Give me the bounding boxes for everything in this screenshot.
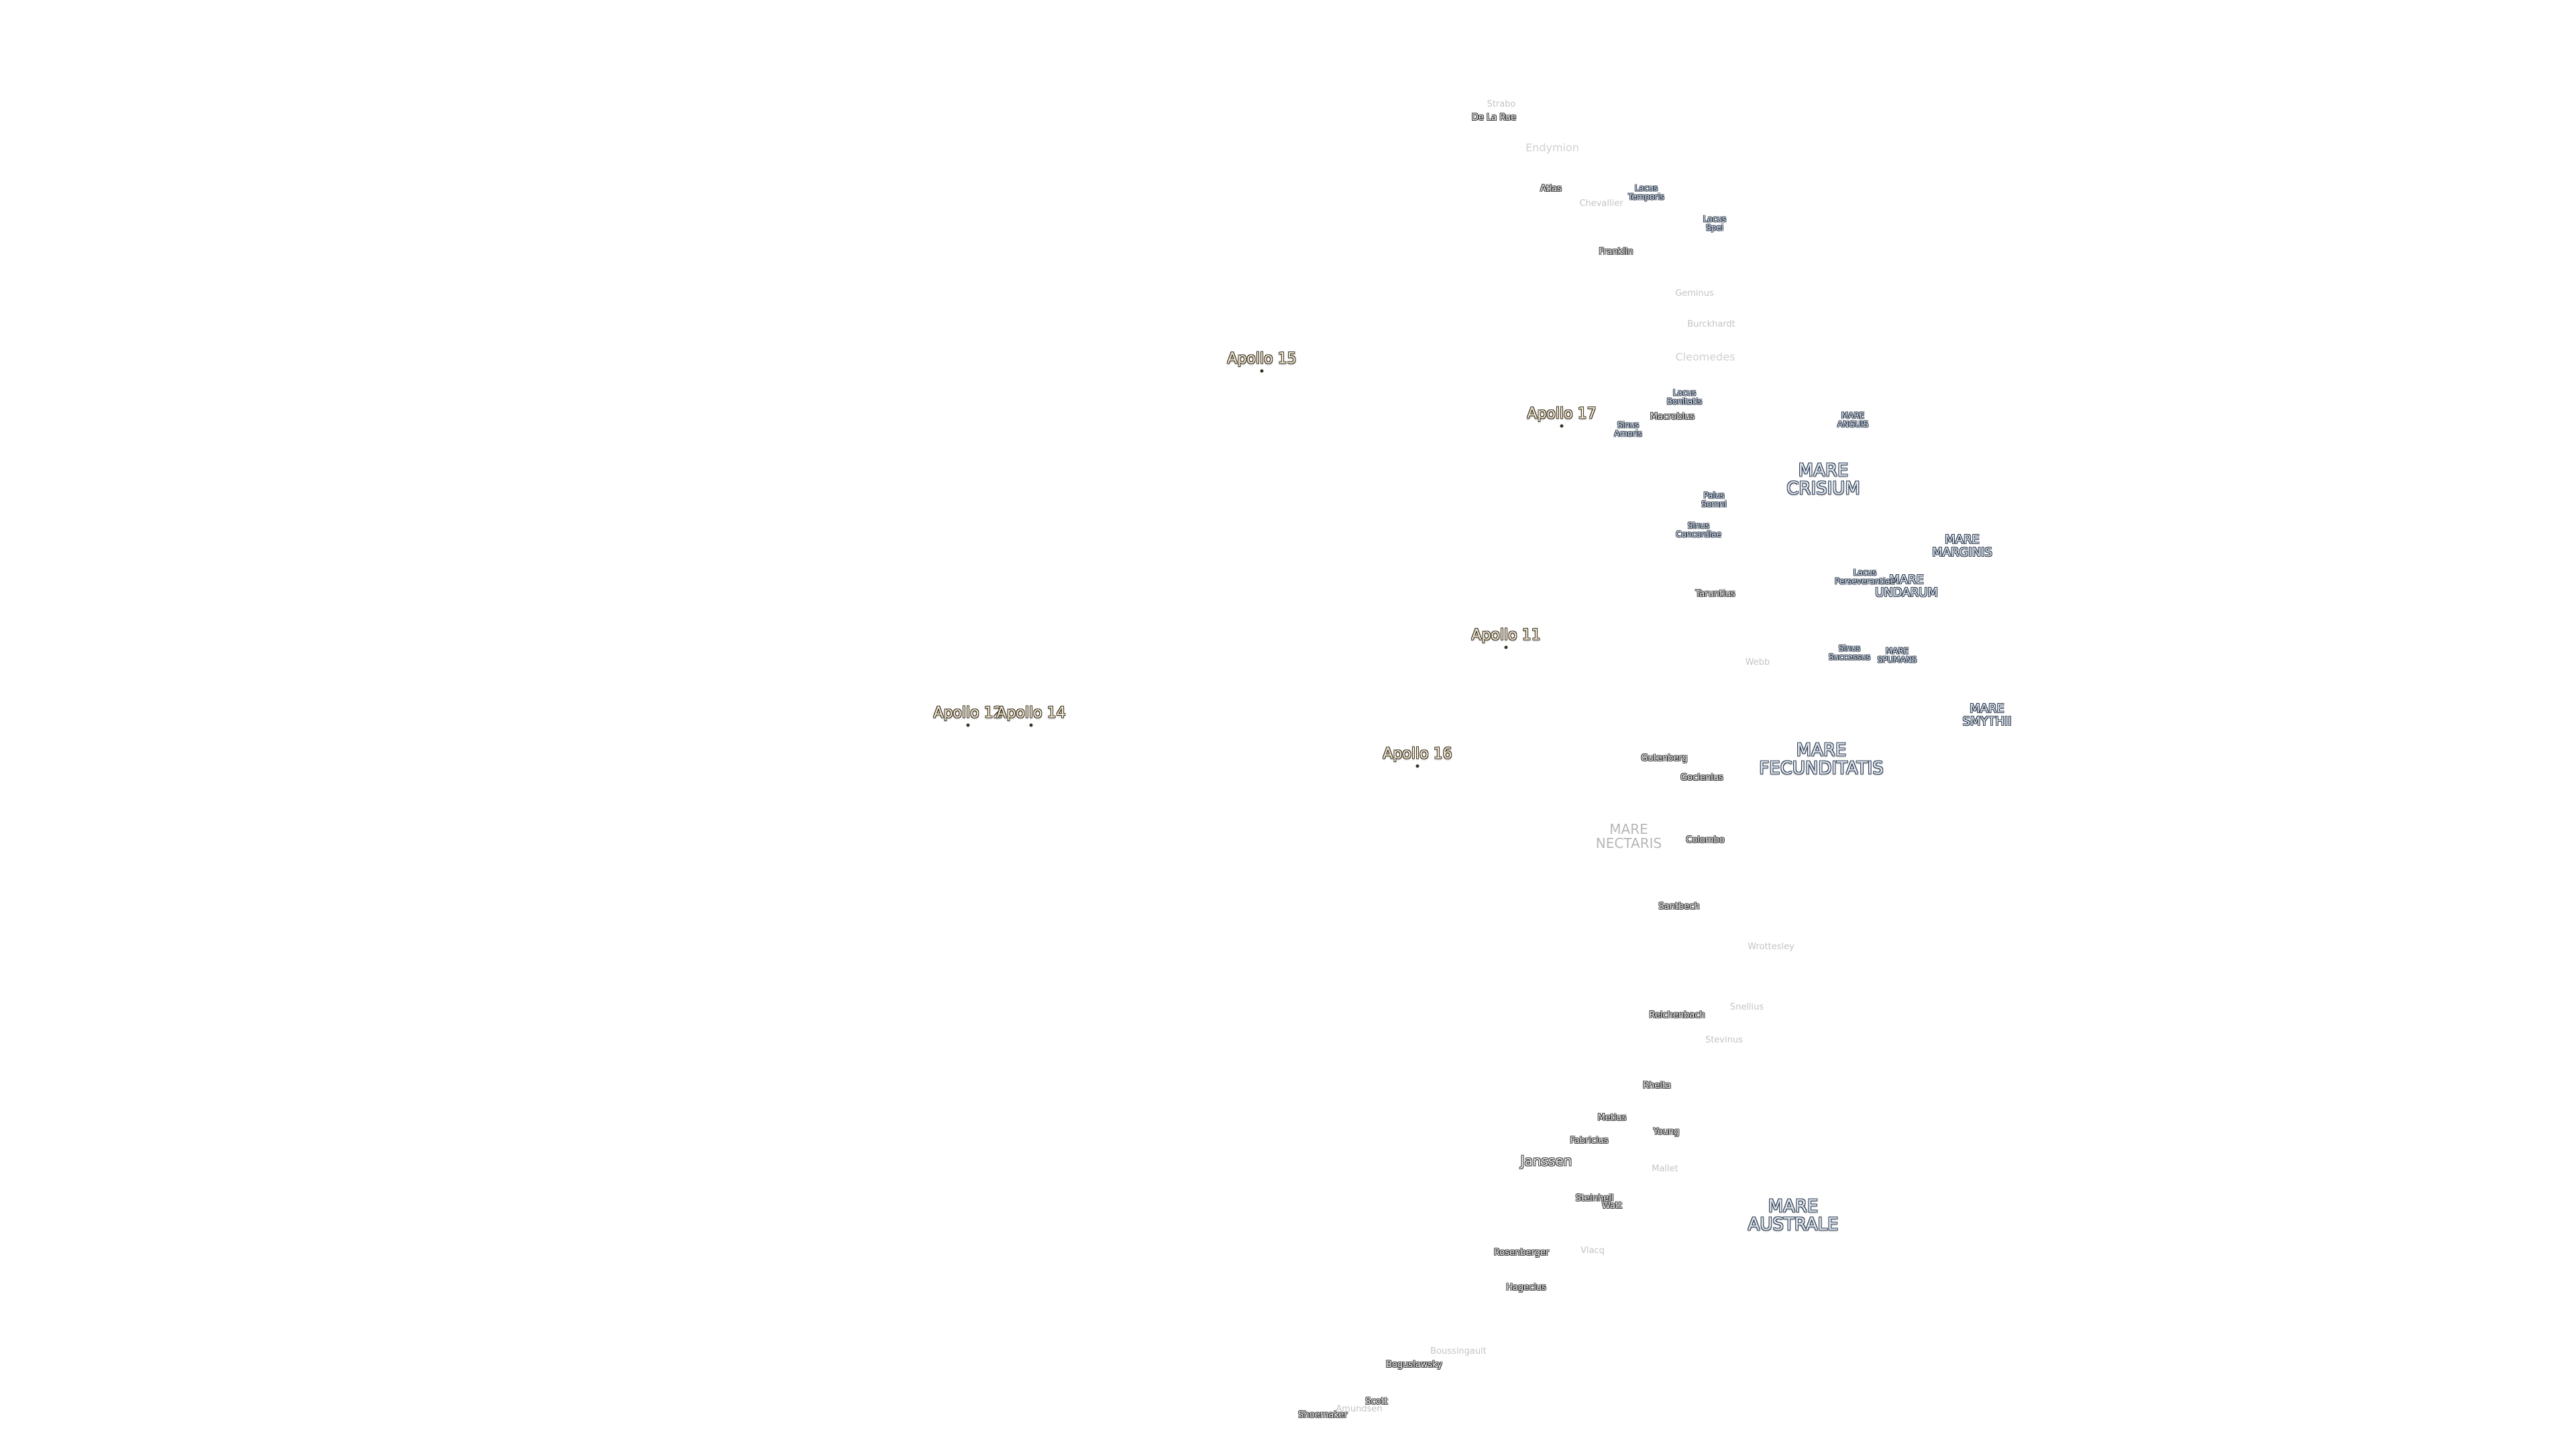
crater-geminus-label: Geminus [1675,288,1714,299]
crater-scott-label: Scott [1365,1397,1388,1407]
apollo-11-marker[interactable] [1504,645,1508,649]
mare-spumans-label: MARE SPUMANS [1877,646,1917,664]
crater-mallet-label: Mallet [1652,1164,1678,1175]
crater-macrobius-label: Macrobius [1650,412,1695,423]
crater-rosenberger-label: Rosenberger [1493,1248,1550,1258]
mare-australe-label: MARE AUSTRALE [1748,1196,1839,1235]
crater-webb-label: Webb [1745,657,1770,668]
apollo-16-marker[interactable] [1415,764,1419,768]
crater-boguslawsky-label: Boguslawsky [1386,1360,1442,1371]
mare-marginis-label: MARE MARGINIS [1932,533,1992,559]
sinus-concordiae-label: Sinus Concordiae [1676,521,1721,539]
mare-nectaris-label: MARE NECTARIS [1595,821,1662,851]
crater-stevinus-label: Stevinus [1705,1035,1743,1046]
mare-crisium-label: MARE CRISIUM [1786,460,1860,499]
mare-fecunditatis-label: MARE FECUNDITATIS [1759,740,1884,779]
crater-janssen-label: Janssen [1520,1152,1572,1169]
crater-watt-label: Watt [1601,1201,1623,1212]
crater-metius-label: Metius [1597,1113,1627,1124]
apollo-15-label[interactable]: Apollo 15 [1227,350,1297,368]
mare-smythii-label: MARE SMYTHII [1962,702,2012,729]
apollo-12-label[interactable]: Apollo 12 [933,704,1003,722]
crater-de-la-rue-label: De La Rue [1471,113,1517,123]
crater-vlacq-label: Vlacq [1580,1246,1605,1256]
mare-anguis-label: MARE ANGUIS [1837,411,1869,429]
apollo-11-label[interactable]: Apollo 11 [1471,627,1541,644]
lacus-perseverantiae-label: Lacus Perseverantiae [1835,568,1895,586]
crater-burckhardt-label: Burckhardt [1687,319,1735,330]
crater-gutenberg-label: Gutenberg [1641,753,1688,764]
lacus-temporis-label: Lacus Temporis [1628,183,1664,201]
apollo-14-marker[interactable] [1029,723,1033,727]
apollo-15-marker[interactable] [1260,369,1264,373]
sinus-successus-label: Sinus Successus [1828,643,1871,661]
crater-goclenius-label: Goclenius [1680,773,1723,784]
crater-endymion-label: Endymion [1525,141,1579,154]
crater-shoemaker-label: Shoemaker [1298,1410,1348,1421]
apollo-17-marker[interactable] [1560,424,1564,428]
crater-cleomedes-label: Cleomedes [1675,350,1735,364]
mare-undarum-label: MARE UNDARUM [1875,573,1938,600]
crater-chevallier-label: Chevallier [1579,199,1623,209]
sinus-amoris-label: Sinus Amoris [1614,420,1642,438]
crater-reichenbach-label: Reichenbach [1649,1010,1705,1021]
crater-taruntius-label: Taruntius [1695,589,1735,600]
crater-wrottesley-label: Wrottesley [1748,942,1794,953]
crater-rheita-label: Rheita [1643,1081,1671,1091]
crater-snellius-label: Snellius [1729,1002,1764,1013]
crater-boussingault-label: Boussingault [1430,1346,1487,1357]
lacus-spei-label: Lacus Spei [1703,214,1727,232]
crater-young-label: Young [1653,1127,1680,1138]
crater-santbech-label: Santbech [1658,902,1700,912]
crater-fabricius-label: Fabricius [1570,1136,1609,1146]
crater-amundsen-label: Amundsen [1336,1404,1383,1415]
apollo-14-label[interactable]: Apollo 14 [996,704,1066,722]
palus-somni-label: Palus Somni [1701,490,1727,508]
crater-franklin-label: Franklin [1599,247,1633,258]
crater-colombo-label: Colombo [1686,835,1725,846]
lacus-bonitatis-label: Lacus Bonitatis [1666,388,1703,406]
apollo-12-marker[interactable] [966,723,970,727]
apollo-16-label[interactable]: Apollo 16 [1383,745,1452,763]
crater-hagecius-label: Hagecius [1506,1283,1546,1293]
crater-steinheil-label: Steinheil [1575,1193,1614,1204]
apollo-17-label[interactable]: Apollo 17 [1527,405,1597,423]
crater-atlas-label: Atlas [1540,184,1562,195]
crater-strabo-label: Strabo [1487,99,1516,110]
